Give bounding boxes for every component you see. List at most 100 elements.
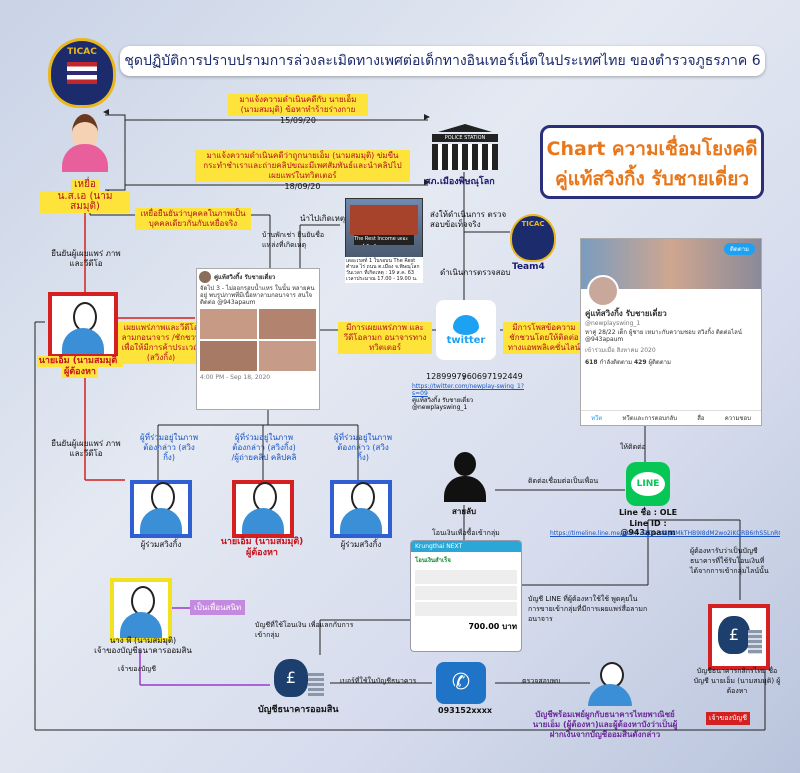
participant-2-label: นายเอ็ม (นามสมมุติ) ผู้ต้องหา [212, 537, 312, 559]
tweet-avatar [199, 271, 211, 283]
bank-transfer-card: Krungthai NEXT โอนเงินสำเร็จ 700.00 บาท [410, 540, 522, 652]
line-id: Line ID : @943apaum [620, 519, 676, 537]
twitter-name: คู่แท้สวิงกิ้ง รับชายเดี่ยว [412, 397, 474, 404]
tweet-screenshot: คู่แท้สวิงกิ้ง รับชายเดี่ยว จัดไป 3 - ไม… [196, 268, 320, 410]
badge-text: TICAC [67, 47, 97, 57]
profile-follow-button[interactable]: ติดตาม [723, 243, 755, 255]
twitter-bird-icon [453, 314, 479, 335]
profile-followers: 429 [634, 359, 647, 366]
police-sign: POLICE STATION [432, 134, 498, 142]
bank-amount: 700.00 [468, 622, 500, 631]
investigate-label: ดำเนินการตรวจสอบ [440, 268, 511, 277]
participant-avatar-1 [138, 480, 184, 534]
line-top-label: ให้ติดต่อ [620, 443, 646, 451]
suspect-role: ผู้ต้องหา [62, 367, 98, 378]
participant-box-1 [130, 480, 192, 538]
profile-followers-label: ผู้ติดตาม [648, 359, 671, 366]
twitter-id: 1289997960697192449 [426, 372, 523, 381]
partner-box [110, 578, 172, 642]
suspect-name: นายเอ็ม (นามสมมุติ) [36, 356, 124, 367]
partner-info: นาง พี (นามสมมุติ) เจ้าของบัญชีธนาคารออม… [88, 636, 198, 656]
confirm-left-top: ยืนยันผู้เผยแพร่ ภาพและวีดีโอ [51, 249, 121, 268]
flag-icon [67, 62, 97, 84]
profile-avatar [587, 275, 619, 307]
tweet-date: 4:00 PM - Sep 18, 2020 [200, 374, 271, 381]
profile-following-label: กำลังติดตาม [599, 359, 633, 366]
line-url[interactable]: https://timeline.line.me/user/_dZDh_eXpV… [550, 530, 780, 537]
post-label: เผยแพร่ภาพและวีดีโอลามกอนาจาร /ชักชวนเพื… [118, 322, 204, 364]
profile-tab-likes[interactable]: ความชอบ [724, 415, 751, 422]
arrow-report1 [105, 114, 126, 191]
photo-caption: บ้านพักเช่า ยืนยันชื่อแหล่งที่เกิดเหตุ [262, 231, 325, 249]
line-account-label: บัญชี LINE ที่ผู้ต้องหาใช้ใช้ พูดคุยในกา… [528, 595, 648, 623]
victim-name: น.ส.เอ (นามสมมุติ) [40, 191, 130, 213]
phone-number: 093152xxxx [438, 706, 493, 715]
police-station-label: สภ.เมืองพิษณุโลก [425, 177, 495, 187]
suspect-label: นายเอ็ม (นามสมมุติ) ผู้ต้องหา [30, 356, 130, 378]
tweet-text: จัดไป 3 - ไม่ออกรอบน้ำแหร ในนั้น หลายคนอ… [200, 285, 315, 306]
twitter-left-label: มีการเผยแพร่ภาพ และวีดีโอลามก อนาจารทางท… [338, 322, 432, 354]
participant-box-2 [232, 480, 294, 538]
profile-tab-replies[interactable]: ทวีตและการตอบกลับ [622, 415, 678, 422]
profile-joined: เข้าร่วมเมื่อ สิงหาคม 2020 [585, 347, 656, 354]
gsb-money-bag-icon: £ [272, 655, 324, 699]
victim-link-label: เหยื่อยืนยันว่าบุคคลในภาพเป็นบุคคลเดียวก… [135, 208, 251, 230]
profile-tab-tweets[interactable]: ทวีต [591, 415, 603, 422]
ktb-person-label: บัญชีพร้อมเพย์ผูกกับธนาคารไทยพาณิชย์ นาย… [532, 710, 678, 739]
suspect-avatar [60, 300, 106, 354]
owner-tag: เจ้าของบัญชี [118, 665, 156, 673]
chart-title-box: Chart ความเชื่อมโยงคดี คู่แท้สวิงกิ้ง รั… [540, 125, 764, 199]
phone-label: เบอร์ที่ใช้ในบัญชีธนาคาร [340, 677, 417, 685]
report1-text: มาแจ้งความดำเนินคดีกับ นายเอ็ม (นามสมมุต… [228, 94, 368, 116]
ticac-badge: TICAC [48, 38, 116, 108]
team-badge-text: TICAC [521, 220, 545, 228]
twitter-logo-text: twitter [446, 334, 486, 346]
confirm-left-bottom: ยืนยันผู้เผยแพร่ ภาพและวีดีโอ [51, 439, 121, 458]
profile-name: คู่แท้สวิงกิ้ง รับชายเดี่ยว [585, 309, 667, 318]
partner-name: นาง พี (นามสมมุติ) [109, 636, 177, 645]
report1-date: 15/09/20 [280, 116, 316, 125]
chart-title-line1: Chart ความเชื่อมโยงคดี [546, 138, 758, 160]
ktb-top-label: ผู้ต้องหารับว่าเป็นบัญชีธนาคารที่ใช้รับโ… [690, 547, 769, 575]
line-logo: LINE [626, 462, 670, 506]
informant-transfer-label: โอนเงินเพื่อซื้อเข้ากลุ่ม [432, 529, 500, 537]
report2-text: มาแจ้งความดำเนินคดีว่าถูกนายเอ็ม (นามสมม… [195, 150, 410, 182]
line-info: Line ชื่อ : OLE Line ID : @943apaum [608, 506, 688, 537]
victim-icon [60, 112, 110, 172]
gsb-label: บัญชีธนาคารออมสิน [258, 705, 339, 715]
check-label: ตรวจสอบพบ [522, 677, 561, 685]
twitter-right-label: มีการโพสข้อความ ชักชวนโดยให้ติดต่อ ทางแอ… [503, 322, 585, 354]
profile-tab-media[interactable]: สื่อ [697, 415, 705, 422]
police-station-icon: POLICE STATION [430, 124, 500, 172]
participant-avatar-2 [240, 480, 286, 534]
ktb-label: บัญชีธนาคารกสิกรไทย ชื่อบัญชี นายเอ็ม (น… [693, 667, 781, 695]
participant-2-role: ผู้ต้องหา [246, 548, 278, 558]
page-title: ชุดปฏิบัติการปราบปรามการล่วงละเมิดทางเพศ… [120, 46, 765, 76]
partner-tag: เป็นเพื่อนสนิท [190, 600, 246, 615]
report2-date: 18/09/20 [284, 182, 321, 191]
bank-success: โอนเงินสำเร็จ [415, 557, 451, 564]
bring-label: นำไปเกิดเหตุ [300, 214, 346, 223]
line-name: Line ชื่อ : OLE [618, 508, 678, 517]
participant-avatar-3 [338, 480, 384, 534]
victim-label-block: เหยื่อ น.ส.เอ (นามสมมุติ) [40, 172, 130, 213]
phone-icon: ✆ [436, 662, 486, 704]
informant-contact-label: ติดต่อเชื่อมต่อเป็นเพื่อน [528, 477, 599, 485]
participant-name-3: ผู้ร่วมสวิงกิ้ง [340, 540, 382, 549]
send-label: ส่งให้ดำเนินการ ตรวจสอบข้อเท็จจริง [430, 210, 507, 229]
twitter-url[interactable]: https://twitter.com/newplay-swing_1?s=09 [412, 383, 524, 397]
participant-label-2: ผู้ที่ร่วมอยู่ในภาพ ต้องกล่าว (สวิงกิ้ง)… [231, 433, 297, 462]
informant-icon [444, 452, 486, 502]
ktb-money-bag-icon: £ [718, 616, 750, 654]
team-label: Team4 [512, 262, 545, 272]
team-badge: TICAC [510, 214, 556, 262]
bank-app-name: Krungthai NEXT [411, 541, 521, 552]
hotel-photo: The Rest Income เดอะเรสท์ อินคัม [345, 198, 423, 258]
victim-label: เหยื่อ [71, 179, 99, 191]
suspect-box [48, 292, 118, 358]
chart-title-line2: คู่แท้สวิงกิ้ง รับชายเดี่ยว [554, 168, 750, 190]
partner-avatar [118, 584, 164, 638]
ktb-box: £ [708, 604, 770, 670]
participant-name-1: ผู้ร่วมสวิงกิ้ง [140, 540, 182, 549]
bank-unit: บาท [502, 622, 517, 631]
